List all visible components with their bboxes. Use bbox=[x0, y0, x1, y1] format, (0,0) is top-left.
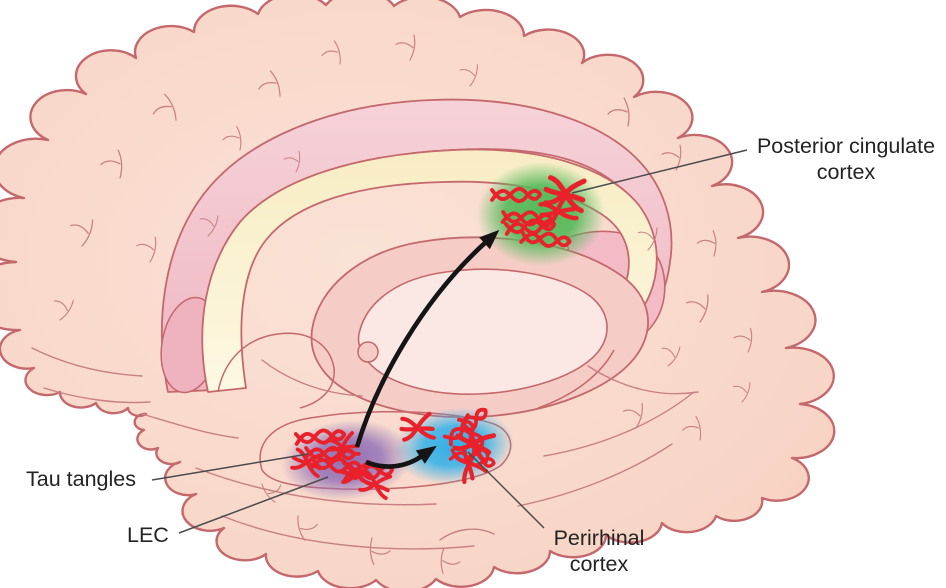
fornix-tail bbox=[537, 349, 615, 409]
leader-tau-tangles bbox=[151, 453, 309, 481]
leader-lec bbox=[178, 476, 329, 534]
label-lec: LEC bbox=[127, 523, 169, 547]
leader-posterior-cingulate bbox=[571, 149, 748, 194]
spread-arrow-to-posterior-cingulate bbox=[354, 229, 500, 448]
anterior-commissure bbox=[357, 341, 379, 363]
spread-arrow-to-perirhinal bbox=[365, 445, 437, 469]
thalamus bbox=[357, 268, 608, 395]
leader-lines bbox=[151, 149, 748, 534]
label-tau-tangles: Tau tangles bbox=[26, 467, 136, 491]
label-posterior-cingulate-cortex: Posterior cingulate cortex bbox=[756, 134, 936, 184]
gyral-lines bbox=[31, 347, 699, 550]
label-perirhinal-cortex: Perirhinal cortex bbox=[553, 526, 645, 576]
leader-perirhinal bbox=[467, 451, 545, 529]
